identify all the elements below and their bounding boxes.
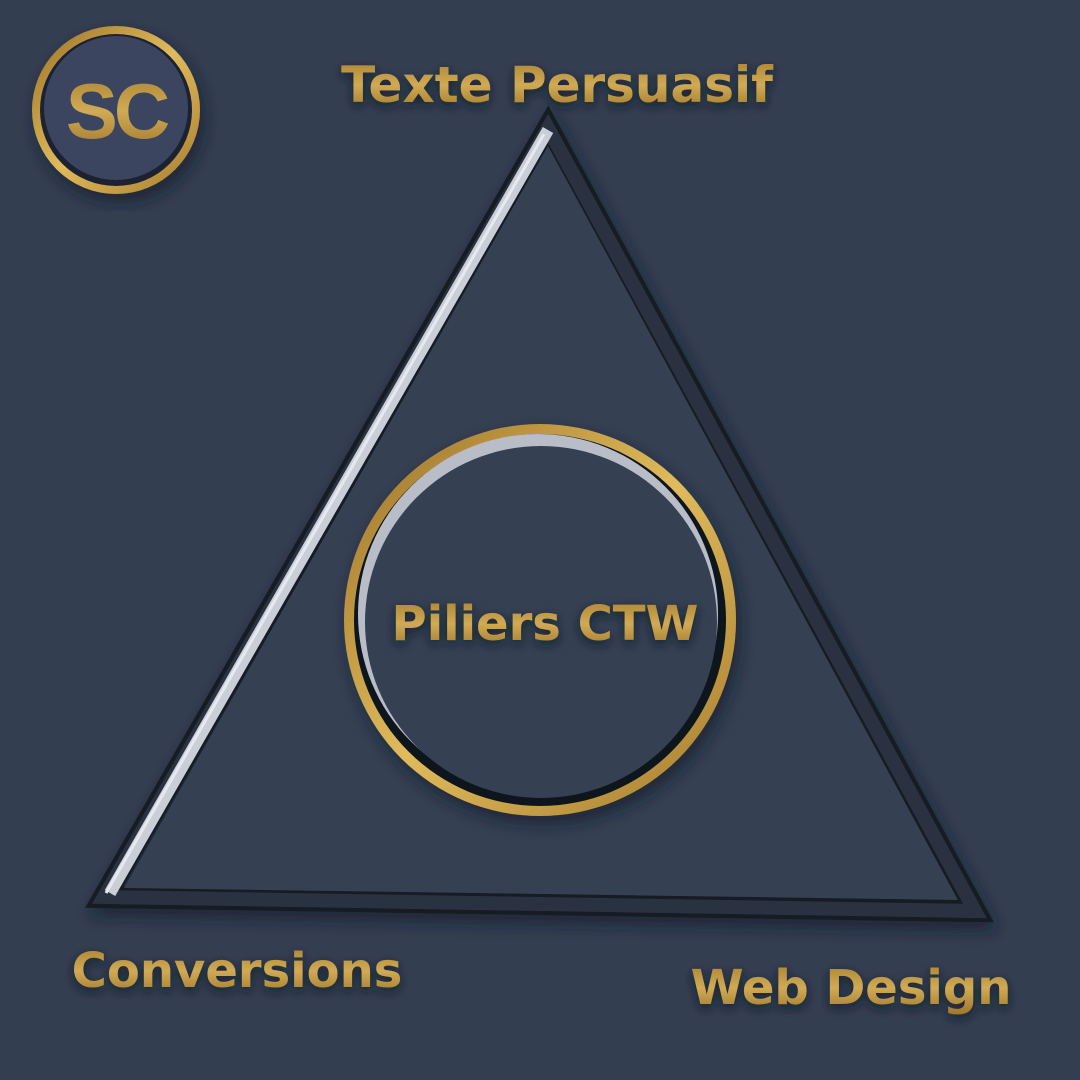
center-label: Piliers CTW <box>392 596 699 652</box>
center-circle <box>344 424 736 816</box>
label-texte-persuasif: Texte Persuasif <box>341 56 774 114</box>
sc-logo: SC <box>32 26 200 194</box>
label-conversions: Conversions <box>72 943 403 999</box>
logo-text: SC <box>66 67 169 155</box>
label-web-design: Web Design <box>691 960 1012 1016</box>
